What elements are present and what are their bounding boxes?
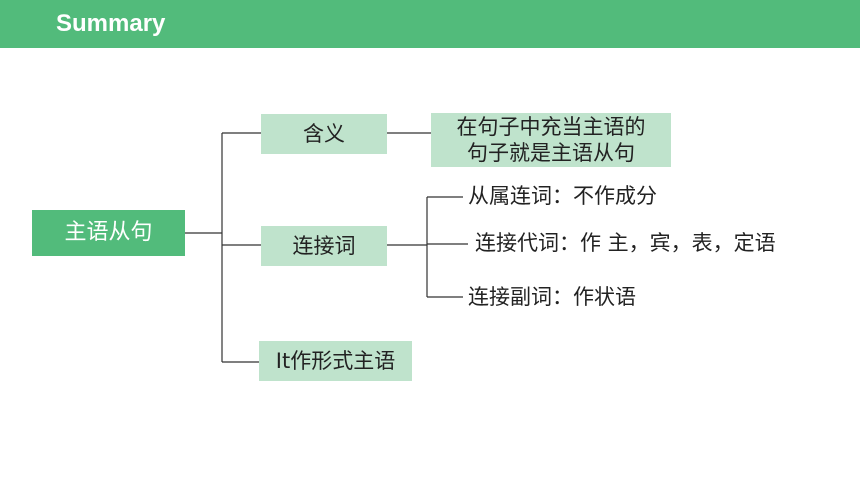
definition-node: 在句子中充当主语的 句子就是主语从句 [431, 113, 671, 167]
root-node: 主语从句 [32, 210, 185, 256]
connective-pronoun: 连接代词：作 主，宾，表，定语 [475, 231, 776, 255]
meaning-node: 含义 [261, 114, 387, 154]
connective-subordinating: 从属连词：不作成分 [468, 184, 657, 208]
header-bar: Summary [0, 0, 860, 48]
connectives-node: 连接词 [261, 226, 387, 266]
definition-line-2: 句子就是主语从句 [467, 141, 635, 165]
page-title: Summary [56, 10, 166, 37]
connective-adverb: 连接副词：作状语 [468, 285, 636, 309]
formal-subject-node: It作形式主语 [259, 341, 412, 381]
definition-line-1: 在句子中充当主语的 [456, 115, 646, 139]
